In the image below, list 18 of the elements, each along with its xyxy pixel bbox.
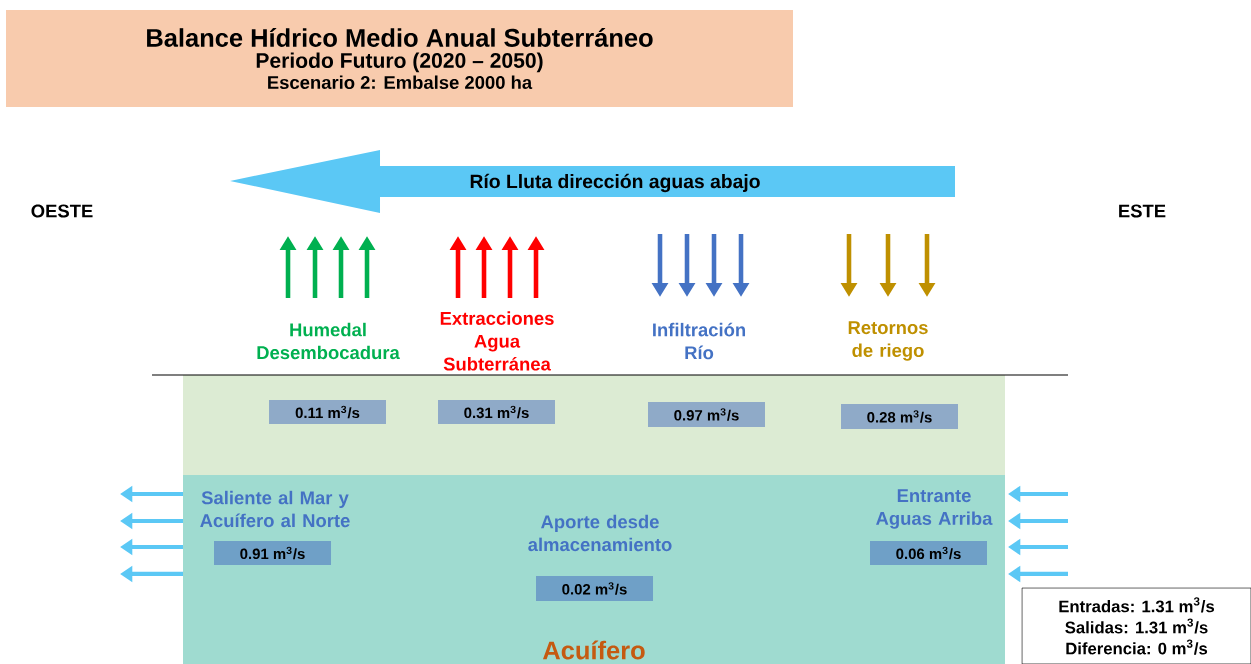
value-box: 0.31 m$^{3}$/s [438,400,555,424]
flow-label: Extracciones Agua Subterránea [440,311,554,371]
value-box: 0.91 m$^{3}$/s [214,541,331,565]
value-box: 0.06 m$^{3}$/s [870,541,987,565]
value-box: 0.02 m$^{3}$/s [536,576,653,601]
flow-label: Infiltración Río [653,322,745,360]
value-box: 0.28 m$^{3}$/s [841,404,958,429]
flow-label: Humedal Desembocadura [257,322,400,360]
value-box: 0.11 m$^{3}$/s [269,400,386,424]
flow-label: Entrante Aguas Arriba [876,489,993,529]
direction-label: OESTE [31,204,93,218]
flow-label: Retornos de riego [848,321,928,361]
flow-label: Aporte desde almacenamiento [528,514,672,552]
summary-box: Entradas: 1.31 m$^{3}$/s Salidas: 1.31 m$^{3}$/s Diferencia: 0 m$^{3}$/s [1021,587,1251,664]
flow-label: Saliente al Mar y Acuífero al Norte [200,490,350,528]
value-box: 0.97 m$^{3}$/s [648,402,765,427]
title-box: Balance Hídrico Medio Anual Subterráneo Periodo Futuro (2020 – 2050) Escenario 2: Embalse 2000 ha [6,10,793,107]
direction-label: ESTE [1119,204,1166,218]
